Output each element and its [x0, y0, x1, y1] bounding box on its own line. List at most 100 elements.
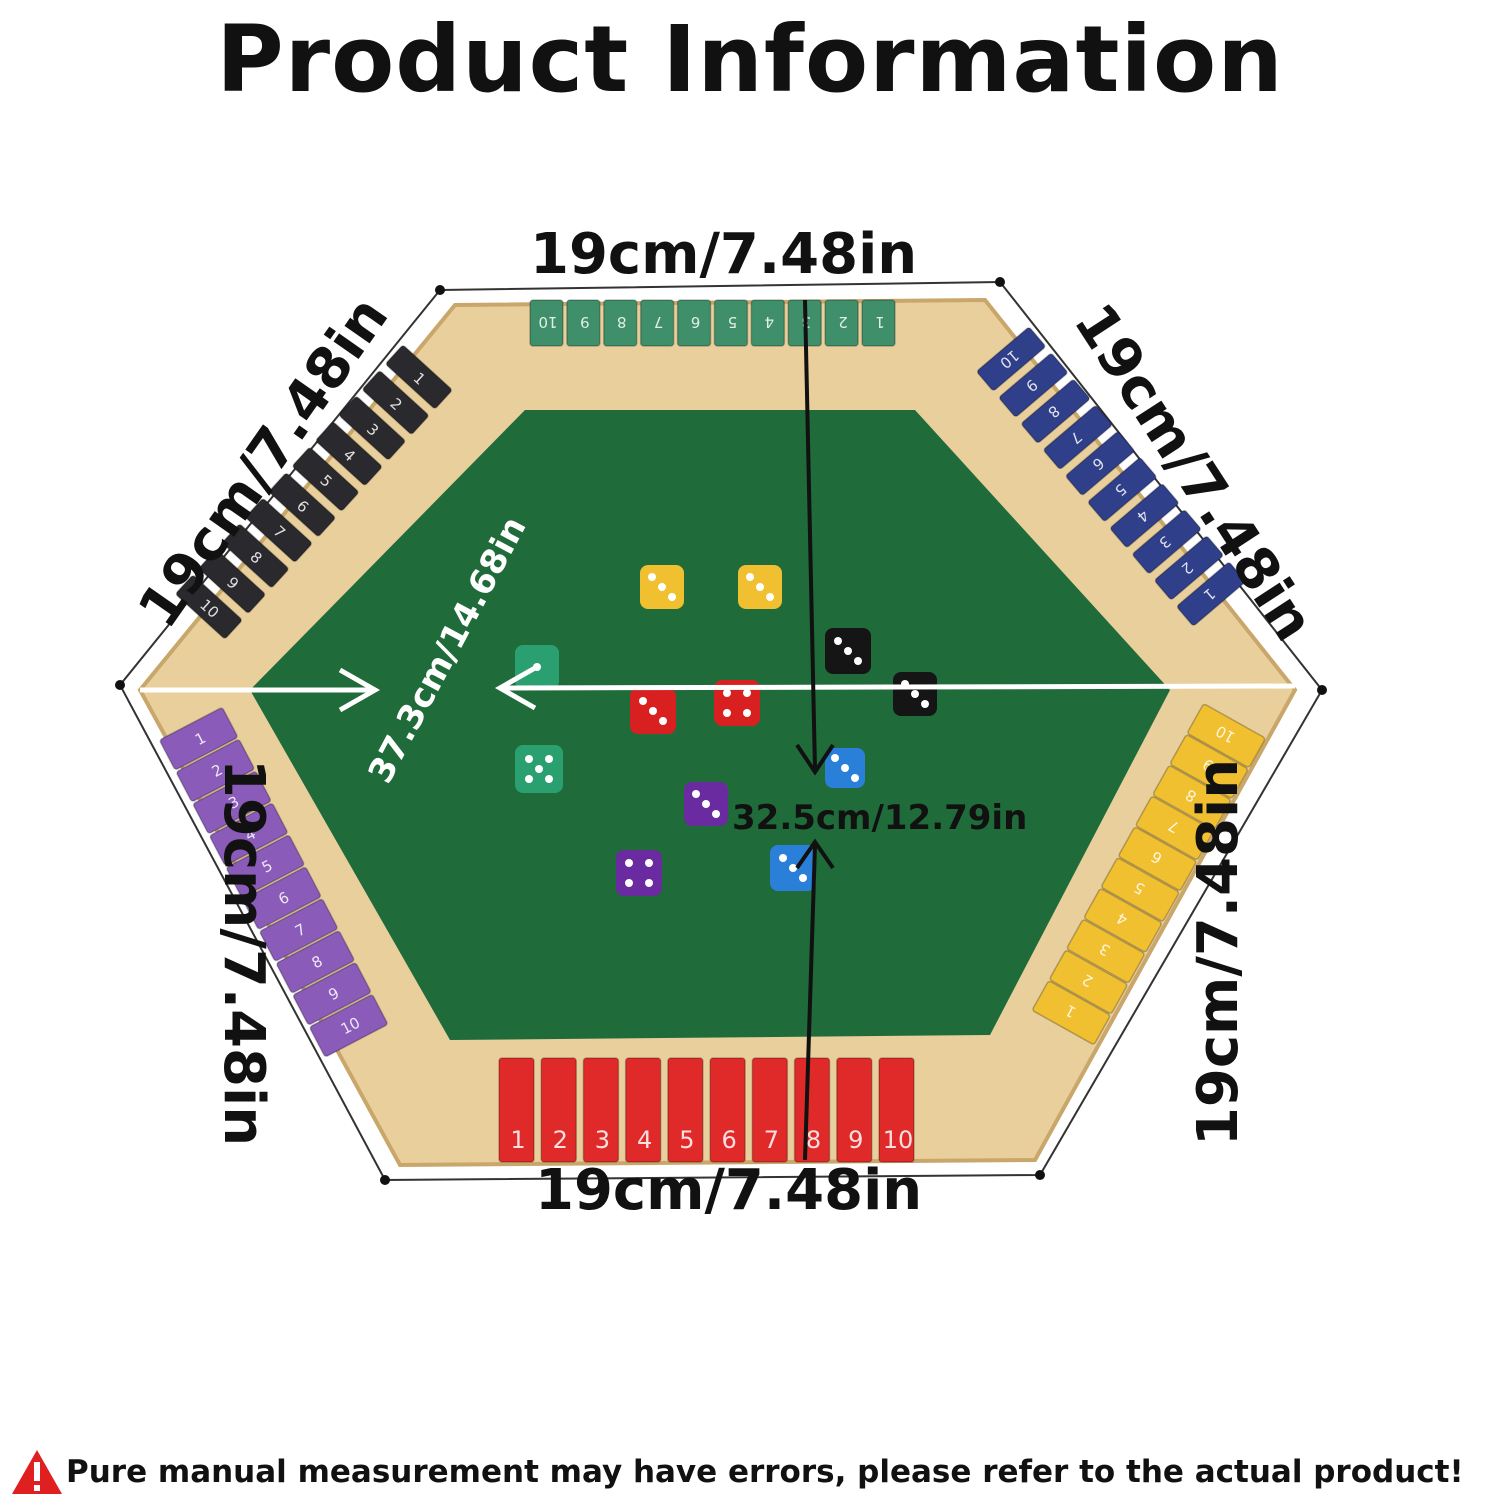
shutter-tile: 4: [1110, 483, 1179, 548]
shutter-tile-face: [793, 1057, 831, 1163]
warning-icon: [12, 1450, 62, 1494]
dimension-bottom-right: 19cm/7.48in: [1186, 758, 1252, 1147]
shutter-tile-face: [836, 1057, 873, 1163]
green-felt: [250, 410, 1170, 1040]
shutter-tile-face: [529, 299, 564, 347]
shutter-tile: 7: [259, 898, 338, 962]
shutter-tile-number: 5: [679, 1126, 694, 1154]
shutter-tile-face: [222, 524, 289, 588]
shutter-tile: 8: [1021, 379, 1090, 444]
shutter-tile-number: 4: [765, 313, 775, 331]
shutter-tile: 5: [1088, 457, 1157, 522]
shutter-tile: 1: [861, 299, 896, 347]
shutter-tile-face: [603, 299, 638, 347]
shutter-tile-face: [259, 898, 338, 962]
shutter-tile-face: [540, 1057, 577, 1163]
shutter-tile-face: [1049, 950, 1128, 1014]
shutter-tile-face: [292, 447, 359, 511]
shutter-tile-face: [1187, 703, 1266, 768]
shutter-tile: 10: [976, 327, 1046, 391]
disclaimer: Pure manual measurement may have errors,…: [10, 1448, 1490, 1496]
shutter-tile-number: 3: [595, 1126, 610, 1154]
shutter-tile: 7: [751, 1057, 789, 1163]
shutter-tile-face: [624, 1057, 662, 1163]
shutter-tile: 6: [1118, 827, 1197, 891]
shutter-tile: 4: [209, 803, 288, 866]
shutter-tile-face: [999, 353, 1068, 417]
shutter-tile-number: 2: [838, 313, 848, 331]
page-title: Product Information: [216, 6, 1284, 113]
shutter-tile-face: [1065, 431, 1135, 496]
shutter-tile: 5: [667, 1057, 704, 1163]
dimension-top: 19cm/7.48in: [530, 222, 918, 287]
shutter-tile: 10: [878, 1057, 915, 1163]
shutter-tile-face: [709, 1057, 746, 1163]
shutter-tile: 5: [226, 835, 305, 898]
shutter-tile: 1: [1032, 980, 1111, 1045]
shutter-tile: 5: [292, 447, 359, 511]
shutter-tile-face: [498, 1057, 535, 1163]
shutter-tile: 8: [222, 524, 289, 588]
shutter-tile: 9: [999, 353, 1068, 417]
shutter-tile-number: 5: [728, 313, 738, 331]
shutter-tile-number: 1: [510, 1126, 525, 1154]
shutter-tile: 3: [339, 396, 406, 460]
shutter-tile: 9: [1170, 734, 1249, 799]
shutter-tile-number: 8: [806, 1126, 821, 1154]
shutter-tile: 8: [276, 930, 355, 994]
shutter-tile-face: [1110, 483, 1179, 548]
shutter-tile-face: [824, 299, 859, 347]
shutter-tile-face: [276, 930, 355, 994]
shutter-tile: 8: [603, 299, 638, 347]
shutter-tile-number: 10: [538, 313, 557, 331]
shutter-tile-face: [878, 1057, 915, 1163]
shutter-tile-face: [676, 299, 712, 347]
dimension-bottom-left: 19cm/7.48in: [211, 758, 277, 1147]
shutter-tile: 7: [245, 498, 312, 563]
shutter-tile: 10: [1187, 703, 1266, 768]
shutter-tile-face: [667, 1057, 704, 1163]
shutter-tile-number: 10: [883, 1126, 914, 1154]
shutter-tile-face: [1066, 919, 1145, 984]
shutter-tile: 10: [175, 575, 242, 639]
shutter-tile: 8: [793, 1057, 831, 1163]
shutter-tile: 2: [362, 370, 429, 435]
shutter-tile: 4: [1084, 888, 1162, 953]
shutter-tile: 2: [176, 739, 255, 802]
shutter-tile: 1: [159, 707, 238, 770]
die-purple: [616, 850, 662, 896]
shutter-tile-face: [309, 994, 388, 1057]
shutter-tile: 2: [824, 299, 859, 347]
shutter-tile-face: [339, 396, 406, 460]
shutter-tile: 1: [498, 1057, 535, 1163]
shutter-tile: 7: [1135, 796, 1214, 860]
shutter-tile-face: [159, 707, 238, 770]
shutter-tile-face: [385, 345, 452, 409]
shutter-tile-face: [1170, 734, 1249, 799]
shutter-tile: 6: [269, 473, 336, 537]
shutter-tile-face: [292, 962, 372, 1026]
shutter-tile-face: [582, 1057, 620, 1163]
shutter-tile-face: [199, 549, 266, 614]
shutter-tile: 6: [1065, 431, 1135, 496]
shutter-tile: 5: [713, 299, 749, 347]
shutter-tile: 5: [1101, 857, 1180, 922]
shutter-tile: 9: [836, 1057, 873, 1163]
shutter-tile: 3: [192, 771, 272, 834]
shutter-tile: 2: [1049, 950, 1128, 1014]
dimension-height: 32.5cm/12.79in: [732, 798, 1028, 838]
dimension-bottom: 19cm/7.48in: [535, 1158, 923, 1223]
shutter-tile-face: [1176, 562, 1246, 626]
height-arrow: [795, 299, 835, 1161]
shutter-tile-face: [1032, 980, 1111, 1045]
shutter-tile-face: [362, 370, 429, 435]
shutter-tile-face: [1101, 857, 1180, 922]
shutter-tile-face: [176, 739, 255, 802]
shutter-tile: 9: [566, 299, 601, 347]
shutter-tile-face: [245, 498, 312, 563]
shutter-tile: 7: [639, 299, 675, 347]
